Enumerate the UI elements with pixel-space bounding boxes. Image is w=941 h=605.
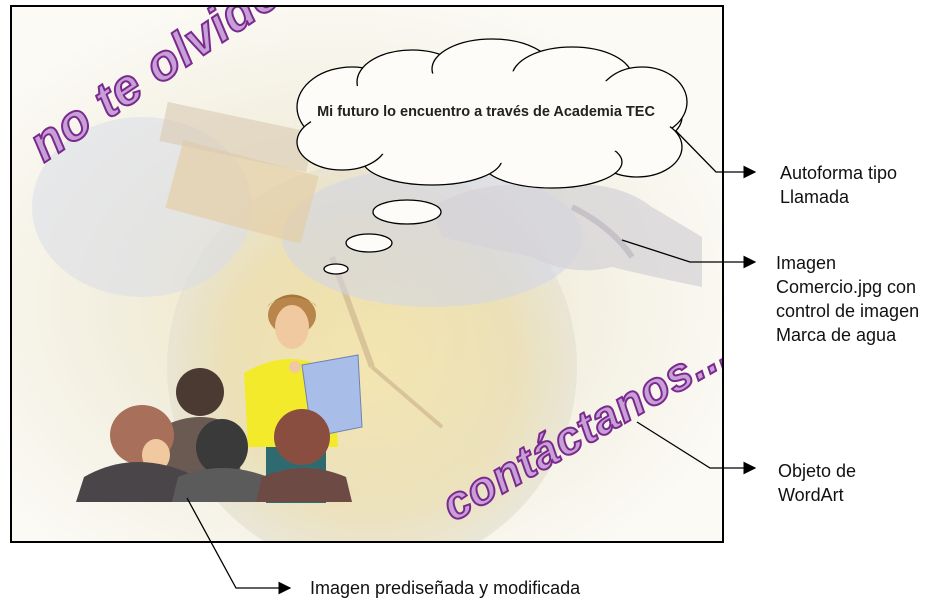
arrow-wordart [636,421,757,475]
arrow-callout [675,130,757,179]
label-callout: Autoforma tipo Llamada [780,163,898,207]
arrow-watermark [621,239,757,269]
handshake-shape [432,184,702,287]
slide-frame: no te olvides... contáctanos... Mi futur… [10,5,724,543]
callout-text: Mi futuro lo encuentro a través de Acade… [317,104,655,120]
watermark-background-image [12,7,722,541]
arrow-clipart [186,497,292,595]
label-wordart: Objeto de WordArt [778,461,857,505]
label-watermark-image: Imagen Comercio.jpg con control de image… [776,253,920,345]
label-clipart: Imagen prediseñada y modificada [310,578,581,598]
audience-clipart [76,368,352,502]
